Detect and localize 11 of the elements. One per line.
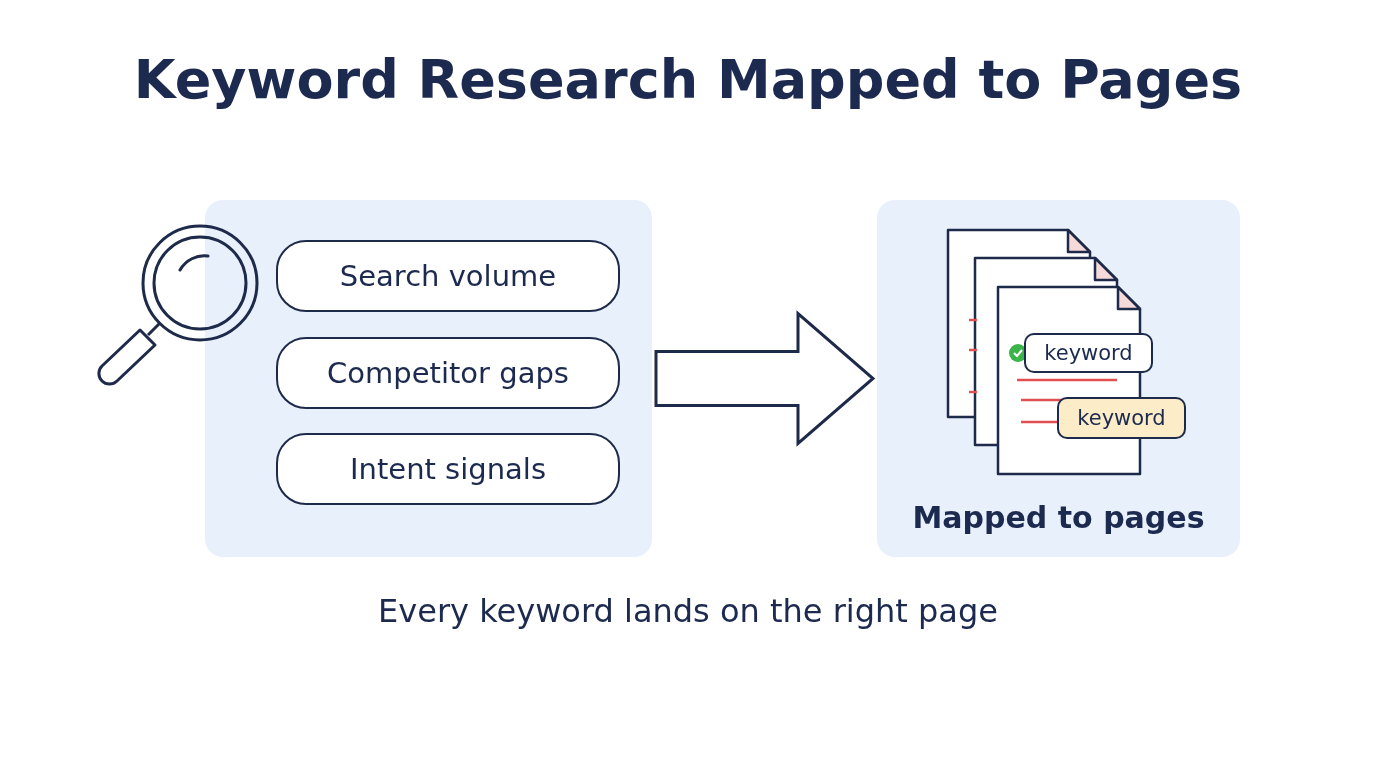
keyword-tag: keyword: [1057, 397, 1186, 439]
title: Keyword Research Mapped to Pages: [133, 48, 1243, 111]
factor-pill: Competitor gaps: [276, 337, 620, 409]
input-panel: [205, 200, 652, 557]
output-panel: [877, 200, 1240, 557]
panel-heading: Mapped to pages: [912, 500, 1205, 535]
block-arrow: [654, 310, 876, 447]
caption: Every keyword lands on the right page: [378, 592, 998, 630]
factor-pill: Search volume: [276, 240, 620, 312]
keyword-tag: keyword: [1024, 333, 1153, 373]
factor-pill: Intent signals: [276, 433, 620, 505]
